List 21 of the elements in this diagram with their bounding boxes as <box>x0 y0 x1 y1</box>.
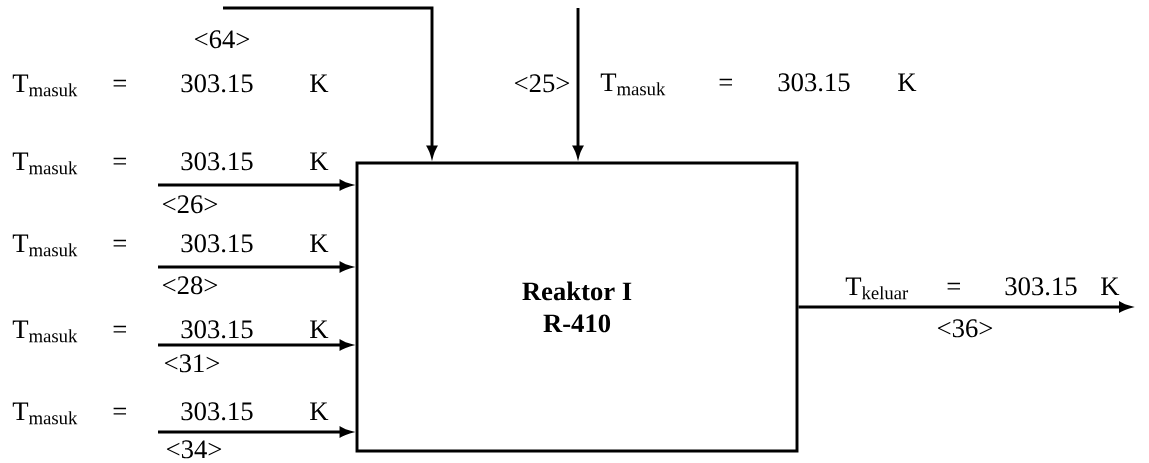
temperature-symbol: T$_{masuk}$ <box>12 74 78 97</box>
unit-label: K <box>898 73 917 91</box>
stream-number: <31> <box>162 353 222 374</box>
stream-number: <36> <box>935 318 995 339</box>
stream-condition-text: T$_{masuk}$ = 303.15 K <box>12 402 329 425</box>
equals-sign: = <box>719 78 732 86</box>
stream-number: <64> <box>192 29 252 50</box>
stream-condition-text: T$_{masuk}$ = 303.15 K <box>12 320 329 343</box>
unit-label: K <box>310 74 329 92</box>
temperature-value: 303.15 <box>181 74 253 93</box>
stream-number: <34> <box>164 439 224 460</box>
equals-sign: = <box>113 79 126 87</box>
stream-condition-text: T$_{masuk}$ = 303.15 K <box>12 234 329 257</box>
reactor-box: Reaktor I R-410 <box>355 161 799 453</box>
stream-number: <28> <box>160 274 220 296</box>
temperature-value: 303.15 <box>778 73 850 92</box>
temperature-symbol: T$_{masuk}$ <box>600 73 666 96</box>
stream-condition-text: T$_{masuk}$ = 303.15 K <box>12 152 329 175</box>
stream-number: <25> <box>512 73 572 94</box>
stream-condition-text: T$_{keluar}$ = 303.15 K <box>845 277 1120 300</box>
stream-number: <26> <box>160 194 220 215</box>
